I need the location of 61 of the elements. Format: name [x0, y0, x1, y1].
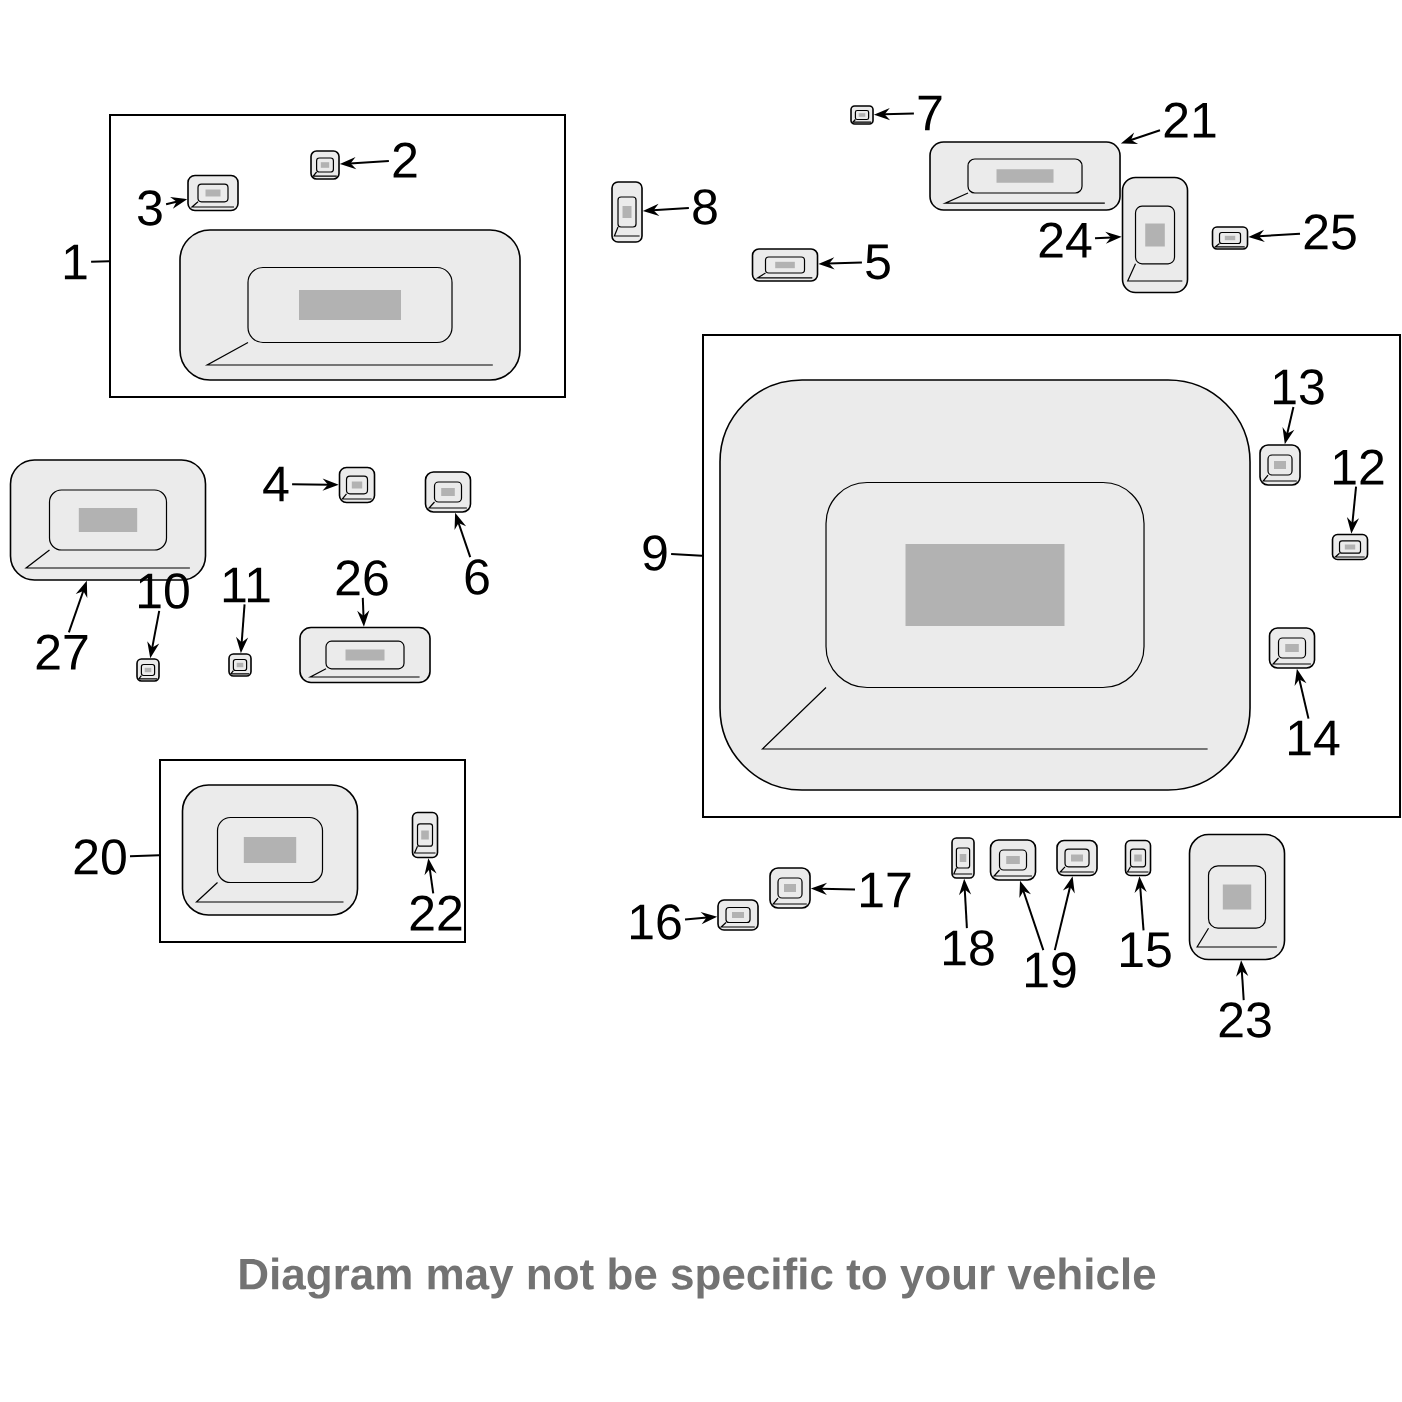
part-drawing: [179, 229, 521, 381]
part-drawing: [187, 174, 239, 212]
leader-line: [670, 552, 703, 557]
part-drawing: [951, 837, 975, 879]
callout-number: 10: [139, 573, 189, 609]
callout-number: 20: [74, 839, 126, 875]
callout-number: 26: [336, 560, 388, 596]
part-drawing: [769, 867, 811, 909]
callout-number: 14: [1289, 720, 1340, 756]
group-frame: [159, 759, 466, 943]
part-drawing: [136, 658, 160, 682]
callout-number: 21: [1164, 102, 1216, 138]
part-drawing: [1259, 444, 1301, 486]
part-drawing: [929, 141, 1121, 211]
callout-number: 9: [643, 535, 667, 571]
callout-number: 6: [465, 559, 489, 595]
callout-number: 1: [64, 244, 87, 280]
callout-number: 27: [36, 634, 88, 670]
part-drawing: [719, 379, 1251, 791]
part-drawing: [228, 653, 252, 677]
callout-number: 17: [861, 872, 911, 908]
callout-number: 8: [693, 189, 717, 225]
callout-number: 18: [944, 930, 994, 966]
part-drawing: [1331, 533, 1369, 561]
part-drawing: [1211, 226, 1249, 250]
part-drawing: [611, 181, 643, 243]
part-drawing: [181, 784, 359, 916]
part-drawing: [1121, 176, 1189, 294]
caption: Diagram may not be specific to your vehicle: [240, 1257, 1156, 1299]
callout-number: 24: [1039, 222, 1092, 258]
part-drawing: [1188, 833, 1286, 961]
part-drawing: [850, 105, 874, 125]
group-frame: [109, 114, 566, 398]
part-drawing: [424, 471, 472, 513]
callout-number: 12: [1334, 449, 1384, 485]
part-drawing: [1124, 839, 1152, 877]
part-drawing: [717, 899, 759, 931]
callout-number: 2: [393, 142, 417, 178]
callout-number: 15: [1121, 932, 1171, 968]
callout-number: 5: [866, 244, 890, 280]
part-drawing: [310, 150, 340, 180]
leader-line: [129, 854, 160, 858]
callout-number: 19: [1026, 952, 1076, 988]
callout-number: 11: [223, 567, 270, 603]
part-drawing: [1268, 627, 1316, 669]
callout-number: 16: [631, 904, 681, 940]
callout-number: 4: [263, 466, 289, 502]
callout-number: 23: [1219, 1002, 1271, 1038]
part-drawing: [989, 839, 1037, 881]
group-frame: [702, 334, 1401, 818]
callout-number: 3: [138, 190, 162, 226]
part-drawing: [1056, 839, 1098, 877]
part-drawing: [411, 811, 439, 859]
callout-number: 22: [410, 895, 462, 931]
callout-number: 13: [1274, 369, 1324, 405]
leader-line: [90, 260, 110, 263]
callout-number: 7: [918, 95, 942, 131]
part-drawing: [338, 466, 376, 504]
part-drawing: [299, 626, 431, 684]
callout-number: 25: [1304, 214, 1356, 250]
part-drawing: [751, 248, 819, 282]
